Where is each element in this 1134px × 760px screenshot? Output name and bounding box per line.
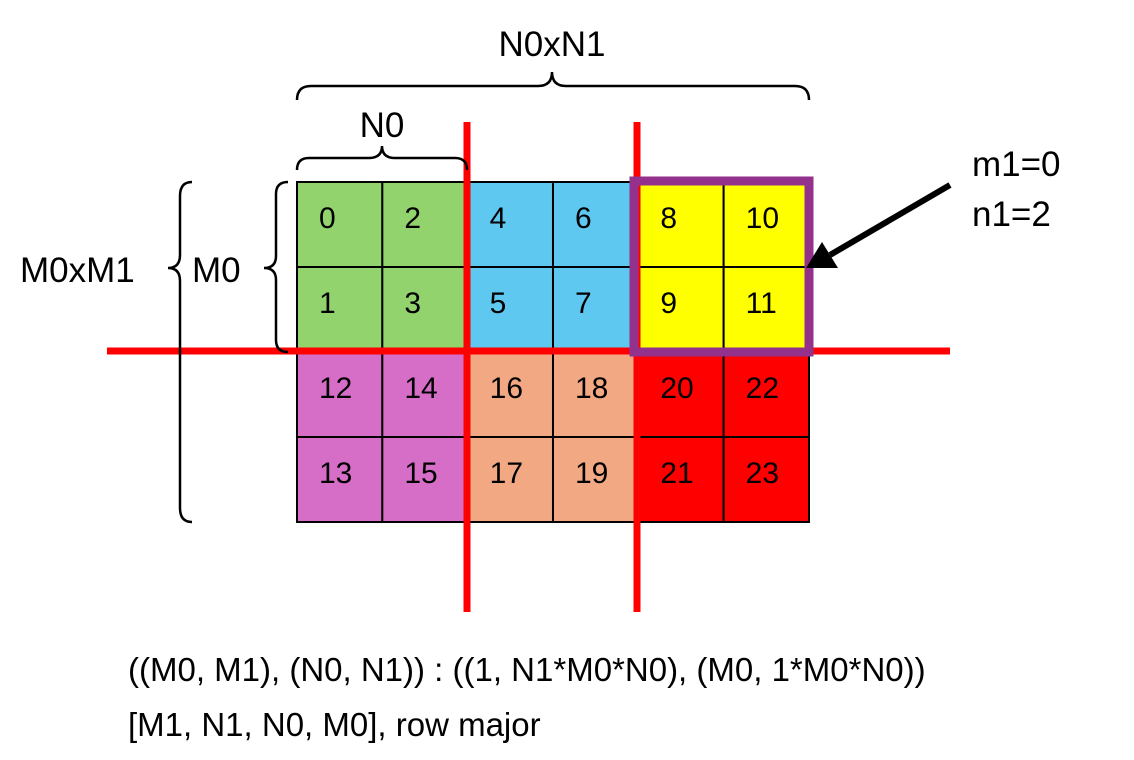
grid-cell-index: 14 (404, 372, 437, 405)
brace-n0xn1 (295, 71, 811, 101)
grid-cell (381, 266, 469, 353)
grid-cell-index: 9 (660, 287, 677, 320)
grid-cell-index: 12 (319, 372, 352, 405)
grid-cell-index: 2 (404, 202, 421, 235)
grid-cell-index: 5 (490, 287, 507, 320)
grid-cell-index: 20 (660, 372, 693, 405)
grid-cell-index: 1 (319, 287, 336, 320)
pointer-arrow-head (806, 242, 838, 268)
grid-cell (722, 436, 810, 523)
label-n0: N0 (360, 106, 405, 145)
shape-stride-formula: ((M0, M1), (N0, N1)) : ((1, N1*M0*N0), (… (128, 651, 926, 688)
grid-cell-index: 11 (746, 287, 777, 320)
brace-m0 (263, 180, 289, 354)
grid-cell (381, 181, 469, 268)
grid-cell-index: 17 (490, 457, 523, 490)
grid-cell-index: 13 (319, 457, 352, 490)
grid-cell (296, 266, 384, 353)
pointer-arrow-shaft (828, 182, 952, 258)
label-m0: M0 (192, 251, 241, 290)
grid-cell (722, 266, 810, 353)
grid-cell (381, 436, 469, 523)
grid-cell-index: 0 (319, 202, 336, 235)
label-m1-value: m1=0 (972, 145, 1061, 184)
grid-cell-index: 23 (746, 457, 779, 490)
label-n0xn1: N0xN1 (499, 25, 606, 64)
brace-n0 (295, 145, 469, 171)
grid-cell-index: 10 (746, 202, 779, 235)
label-n1-value: n1=2 (972, 195, 1051, 234)
grid-cell-index: 18 (575, 372, 608, 405)
grid-cell-index: 22 (746, 372, 779, 405)
grid-cell (551, 181, 640, 268)
grid-cell (551, 436, 640, 523)
grid-cell-index: 16 (490, 372, 523, 405)
layout-order-note: [M1, N1, N0, M0], row major (128, 706, 541, 743)
grid-cell (296, 351, 384, 438)
label-m0xm1: M0xM1 (20, 251, 135, 290)
grid-cell (637, 266, 725, 353)
grid-cell (466, 266, 554, 353)
grid-cell-index: 8 (660, 202, 677, 235)
grid-cell-index: 4 (490, 202, 507, 235)
grid-cell-index: 7 (575, 287, 592, 320)
grid-cell (637, 181, 725, 268)
grid-cell (722, 351, 810, 438)
grid-cell-index: 15 (404, 457, 437, 490)
brace-m0xm1 (167, 180, 193, 524)
grid-cell (296, 181, 384, 268)
grid-cell (381, 351, 469, 438)
grid-cell (637, 436, 725, 523)
grid-cell (466, 181, 554, 268)
grid-cell-index: 6 (575, 202, 592, 235)
grid-cell-index: 21 (660, 457, 693, 490)
grid-cell (551, 266, 640, 353)
grid-cell-index: 19 (575, 457, 608, 490)
grid-cell-index: 3 (404, 287, 421, 320)
grid-cell (296, 436, 384, 523)
